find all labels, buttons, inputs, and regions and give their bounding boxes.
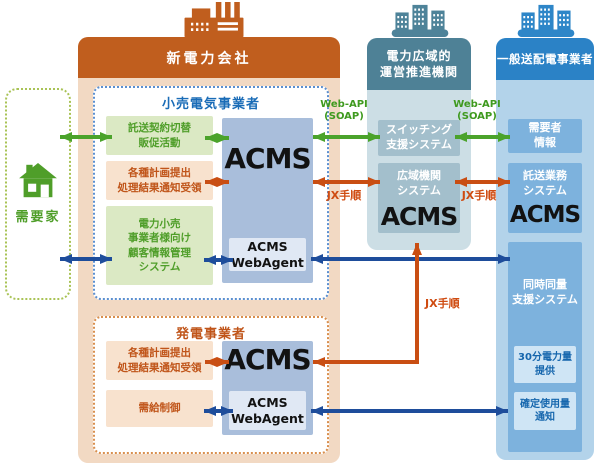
- occto-switching-box: スイッチング 支援システム: [378, 120, 460, 156]
- occto-container: 電力広域的 運営推進機関 スイッチング 支援システム 広域機関 システム ACM…: [367, 38, 471, 250]
- retail-section-title: 小売電気事業者: [161, 97, 260, 112]
- generation-webagent-box: ACMS WebAgent: [229, 391, 306, 430]
- tso-consumer-info-box: 需要者 情報: [508, 119, 582, 153]
- consumer-label: 需要家: [15, 210, 61, 225]
- web-api-soap-label-left: Web-API (SOAP): [320, 99, 368, 122]
- tso-header: 一般送配電事業者: [496, 38, 594, 80]
- tso-consignment-label: 託送業務 システム: [523, 169, 567, 197]
- retail-section: 小売電気事業者 託送契約切替 販促活動 各種計画提出 処理結果通知受領 電力小売…: [93, 86, 329, 300]
- new-power-company-container: 新電力会社 小売電気事業者 託送契約切替 販促活動 各種計画提出 処理結果通知受…: [78, 37, 340, 463]
- jx-label-vertical: JX手順: [425, 297, 460, 310]
- web-api-soap-label-right: Web-API (SOAP): [453, 99, 501, 122]
- generation-acms-label: ACMS: [224, 343, 311, 376]
- jx-label-left: JX手順: [326, 189, 362, 202]
- tso-fixed-usage-box: 確定使用量 通知: [514, 392, 576, 430]
- occto-buildings-icon: [391, 4, 449, 37]
- new-power-company-header: 新電力会社: [78, 37, 340, 78]
- house-icon: [19, 163, 57, 198]
- tso-buildings-icon: [517, 4, 575, 37]
- occto-widearea-box: 広域機関 システム ACMS: [378, 163, 460, 233]
- retail-plan-box: 各種計画提出 処理結果通知受領: [106, 161, 213, 200]
- consumer-box: 需要家: [5, 88, 71, 300]
- generation-section: 発電事業者 各種計画提出 処理結果通知受領 需給制御 ACMS ACMS Web…: [93, 316, 329, 454]
- tso-balancing-label: 同時同量 支援システム: [512, 278, 578, 306]
- retail-crm-box: 電力小売 事業者様向け 顧客情報管理 システム: [106, 206, 213, 285]
- generation-plan-box: 各種計画提出 処理結果通知受領: [106, 341, 213, 380]
- tso-consignment-box: 託送業務 システム ACMS: [508, 163, 582, 233]
- occto-widearea-label: 広域機関 システム: [397, 169, 441, 197]
- tso-acms-label: ACMS: [509, 201, 581, 228]
- retail-acms-box: ACMS ACMS WebAgent: [222, 118, 313, 283]
- tso-30min-box: 30分電力量 提供: [514, 346, 576, 383]
- occto-acms-label: ACMS: [380, 201, 459, 231]
- generation-acms-box: ACMS ACMS WebAgent: [222, 341, 313, 435]
- tso-balancing-box: 同時同量 支援システム 30分電力量 提供 確定使用量 通知: [508, 242, 582, 452]
- occto-header: 電力広域的 運営推進機関: [367, 38, 471, 90]
- generation-control-box: 需給制御: [106, 390, 213, 427]
- generation-section-title: 発電事業者: [175, 327, 246, 342]
- jx-label-right: JX手順: [461, 189, 497, 202]
- tso-container: 一般送配電事業者 需要者 情報 託送業務 システム ACMS 同時同量 支援シス…: [496, 38, 594, 460]
- factory-icon: [184, 2, 244, 37]
- retail-webagent-box: ACMS WebAgent: [229, 238, 306, 271]
- retail-switch-box: 託送契約切替 販促活動: [106, 116, 213, 155]
- retail-acms-label: ACMS: [224, 142, 311, 175]
